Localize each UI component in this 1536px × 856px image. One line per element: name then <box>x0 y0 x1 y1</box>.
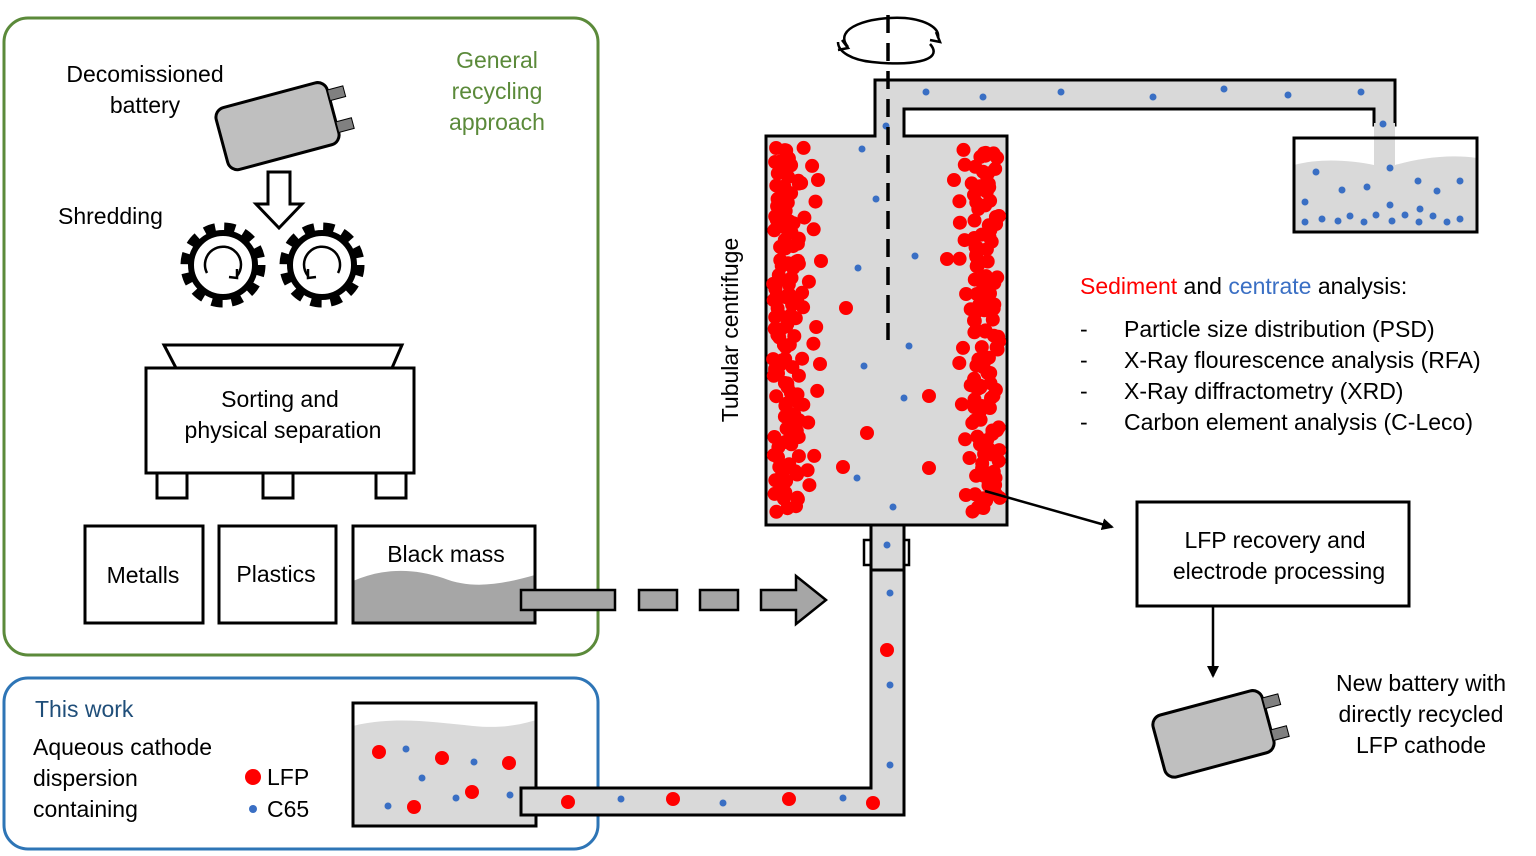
feed-tank-particles <box>372 745 516 814</box>
centrifuge-suspended-particles <box>811 122 961 511</box>
outlet-pipe-particles <box>922 85 1387 128</box>
lfp-legend-label: LFP <box>267 764 309 790</box>
shredding-label: Shredding <box>58 203 163 229</box>
rotation-icon <box>836 16 943 65</box>
analysis-heading-suffix: analysis: <box>1311 273 1407 299</box>
new-battery-line-2: directly recycled <box>1339 701 1504 727</box>
this-work-panel <box>2 676 600 851</box>
analysis-heading: Sediment and centrate analysis: <box>1080 273 1407 299</box>
plastics-bin <box>217 524 338 625</box>
tubular-centrifuge <box>764 78 1397 527</box>
centrifuge-inlet-coupling <box>862 523 911 572</box>
lfp-recovery-box <box>1135 500 1411 608</box>
dispersion-description-line-1: Aqueous cathode <box>33 734 212 760</box>
lfp-recovery-line-1: LFP recovery and <box>1184 527 1365 553</box>
analysis-item-2: X-Ray flourescence analysis (RFA) <box>1124 347 1481 373</box>
analysis-heading-and: and <box>1177 273 1228 299</box>
analysis-bullet-2: - <box>1080 347 1088 373</box>
sorting-label-line-2: physical separation <box>185 417 382 443</box>
centrate-tank-particles <box>1301 164 1464 226</box>
shredder-gear-left-icon <box>180 222 266 308</box>
analysis-item-3: X-Ray diffractometry (XRD) <box>1124 378 1403 404</box>
metals-bin <box>83 524 205 625</box>
lfp-legend-marker <box>245 769 261 785</box>
decommissioned-battery-icon <box>214 81 355 172</box>
black-mass-transfer-arrow <box>519 573 829 627</box>
centrate-outlet <box>1374 123 1395 168</box>
new-battery-line-3: LFP cathode <box>1356 732 1486 758</box>
dispersion-description-line-3: containing <box>33 796 138 822</box>
black-mass-bin <box>351 524 537 625</box>
lfp-recovery-line-2: electrode processing <box>1173 558 1385 584</box>
feed-pipe-particles <box>561 589 894 810</box>
analysis-item-1: Particle size distribution (PSD) <box>1124 316 1435 342</box>
metals-bin-label: Metalls <box>107 562 180 588</box>
this-work-title: This work <box>35 696 134 722</box>
plastics-bin-label: Plastics <box>236 561 315 587</box>
general-title-line-1: General <box>456 47 538 73</box>
down-arrow-icon <box>252 170 306 231</box>
analysis-item-4: Carbon element analysis (C-Leco) <box>1124 409 1473 435</box>
dispersion-description-line-2: dispersion <box>33 765 138 791</box>
battery-label-line-2: battery <box>110 92 181 118</box>
shredder-gear-right-icon <box>279 222 365 308</box>
new-battery-line-1: New battery with <box>1336 670 1506 696</box>
sorting-label-line-1: Sorting and <box>221 386 339 412</box>
general-approach-panel <box>2 16 600 657</box>
general-title-line-3: approach <box>449 109 545 135</box>
new-battery-icon <box>1151 689 1290 779</box>
sediment-particles <box>766 140 1007 519</box>
sorting-machine <box>144 343 416 500</box>
c65-legend-label: C65 <box>267 796 309 822</box>
analysis-bullet-1: - <box>1080 316 1088 342</box>
sediment-to-recovery-arrow <box>984 489 1114 531</box>
centrifuge-label: Tubular centrifuge <box>717 238 743 423</box>
c65-legend-marker <box>249 805 257 813</box>
analysis-heading-sediment: Sediment <box>1080 273 1178 299</box>
analysis-heading-centrate: centrate <box>1228 273 1311 299</box>
analysis-bullet-4: - <box>1080 409 1088 435</box>
feed-tank <box>351 701 538 828</box>
black-mass-bin-label: Black mass <box>387 541 505 567</box>
analysis-bullet-3: - <box>1080 378 1088 404</box>
general-title-line-2: recycling <box>452 78 543 104</box>
battery-label-line-1: Decomissioned <box>66 61 223 87</box>
